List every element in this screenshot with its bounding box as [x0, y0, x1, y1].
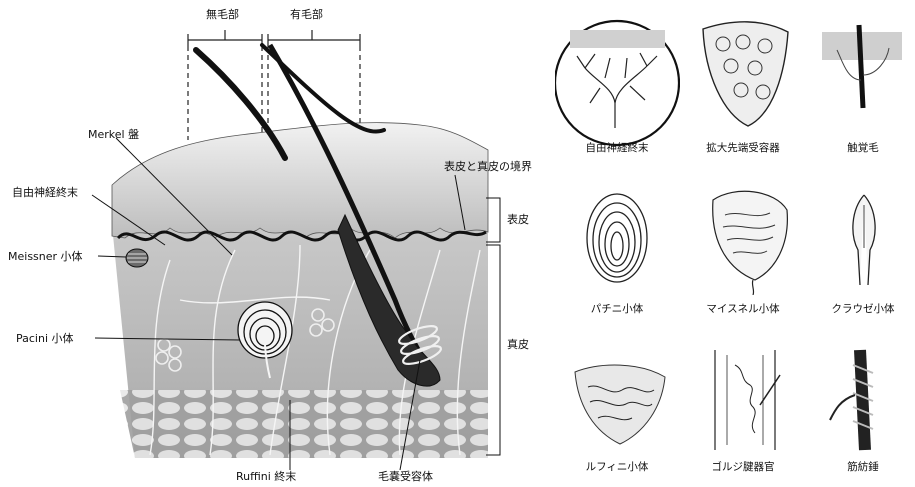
grid-caption-9: 筋紡錘: [803, 461, 915, 473]
ruffini-corpuscle-icon: [570, 352, 670, 452]
subcutaneous-fat: [120, 390, 488, 458]
hair-follicle-receptor-label: 毛嚢受容体: [378, 470, 433, 483]
dermis-label: 真皮: [507, 338, 529, 351]
pacinian-corpuscle-label: Pacini 小体: [16, 332, 74, 345]
merkel-disc-label: Merkel 盤: [88, 128, 139, 141]
golgi-tendon-organ-icon: [705, 345, 785, 455]
free-nerve-ending-label: 自由神経終末: [12, 186, 78, 199]
epidermis-layer: [112, 123, 488, 238]
grid-caption-1: 自由神経終末: [557, 142, 677, 154]
free-nerve-ending-icon: [555, 8, 680, 158]
meissner-corpuscle-label: Meissner 小体: [8, 250, 83, 263]
tactile-hair-icon: [817, 20, 907, 130]
layer-brackets: [486, 198, 500, 455]
hairless-zone-label: 無毛部: [206, 8, 239, 21]
expanded-tip-receptor-icon: [693, 14, 793, 132]
grid-caption-3: 触覚毛: [803, 142, 915, 154]
grid-caption-5: マイスネル小体: [683, 303, 803, 315]
grid-caption-8: ゴルジ腱器官: [683, 461, 803, 473]
ruffini-ending-label: Ruffini 終末: [236, 470, 296, 483]
meissner-corpuscle-icon: [705, 185, 795, 295]
epidermis-label: 表皮: [507, 213, 529, 226]
hairy-zone-label: 有毛部: [290, 8, 323, 21]
krause-bulb-icon: [842, 190, 887, 290]
receptor-grid: 自由神経終末 拡大先端受容器 触覚毛: [555, 0, 915, 487]
grid-caption-7: ルフィニ小体: [557, 461, 677, 473]
zone-brackets: [188, 30, 360, 140]
muscle-spindle-icon: [825, 345, 905, 455]
grid-caption-6: クラウゼ小体: [803, 303, 915, 315]
boundary-label: 表皮と真皮の境界: [444, 160, 532, 173]
grid-caption-4: パチニ小体: [557, 303, 677, 315]
pacinian-corpuscle-icon: [580, 190, 655, 290]
grid-caption-2: 拡大先端受容器: [683, 142, 803, 154]
